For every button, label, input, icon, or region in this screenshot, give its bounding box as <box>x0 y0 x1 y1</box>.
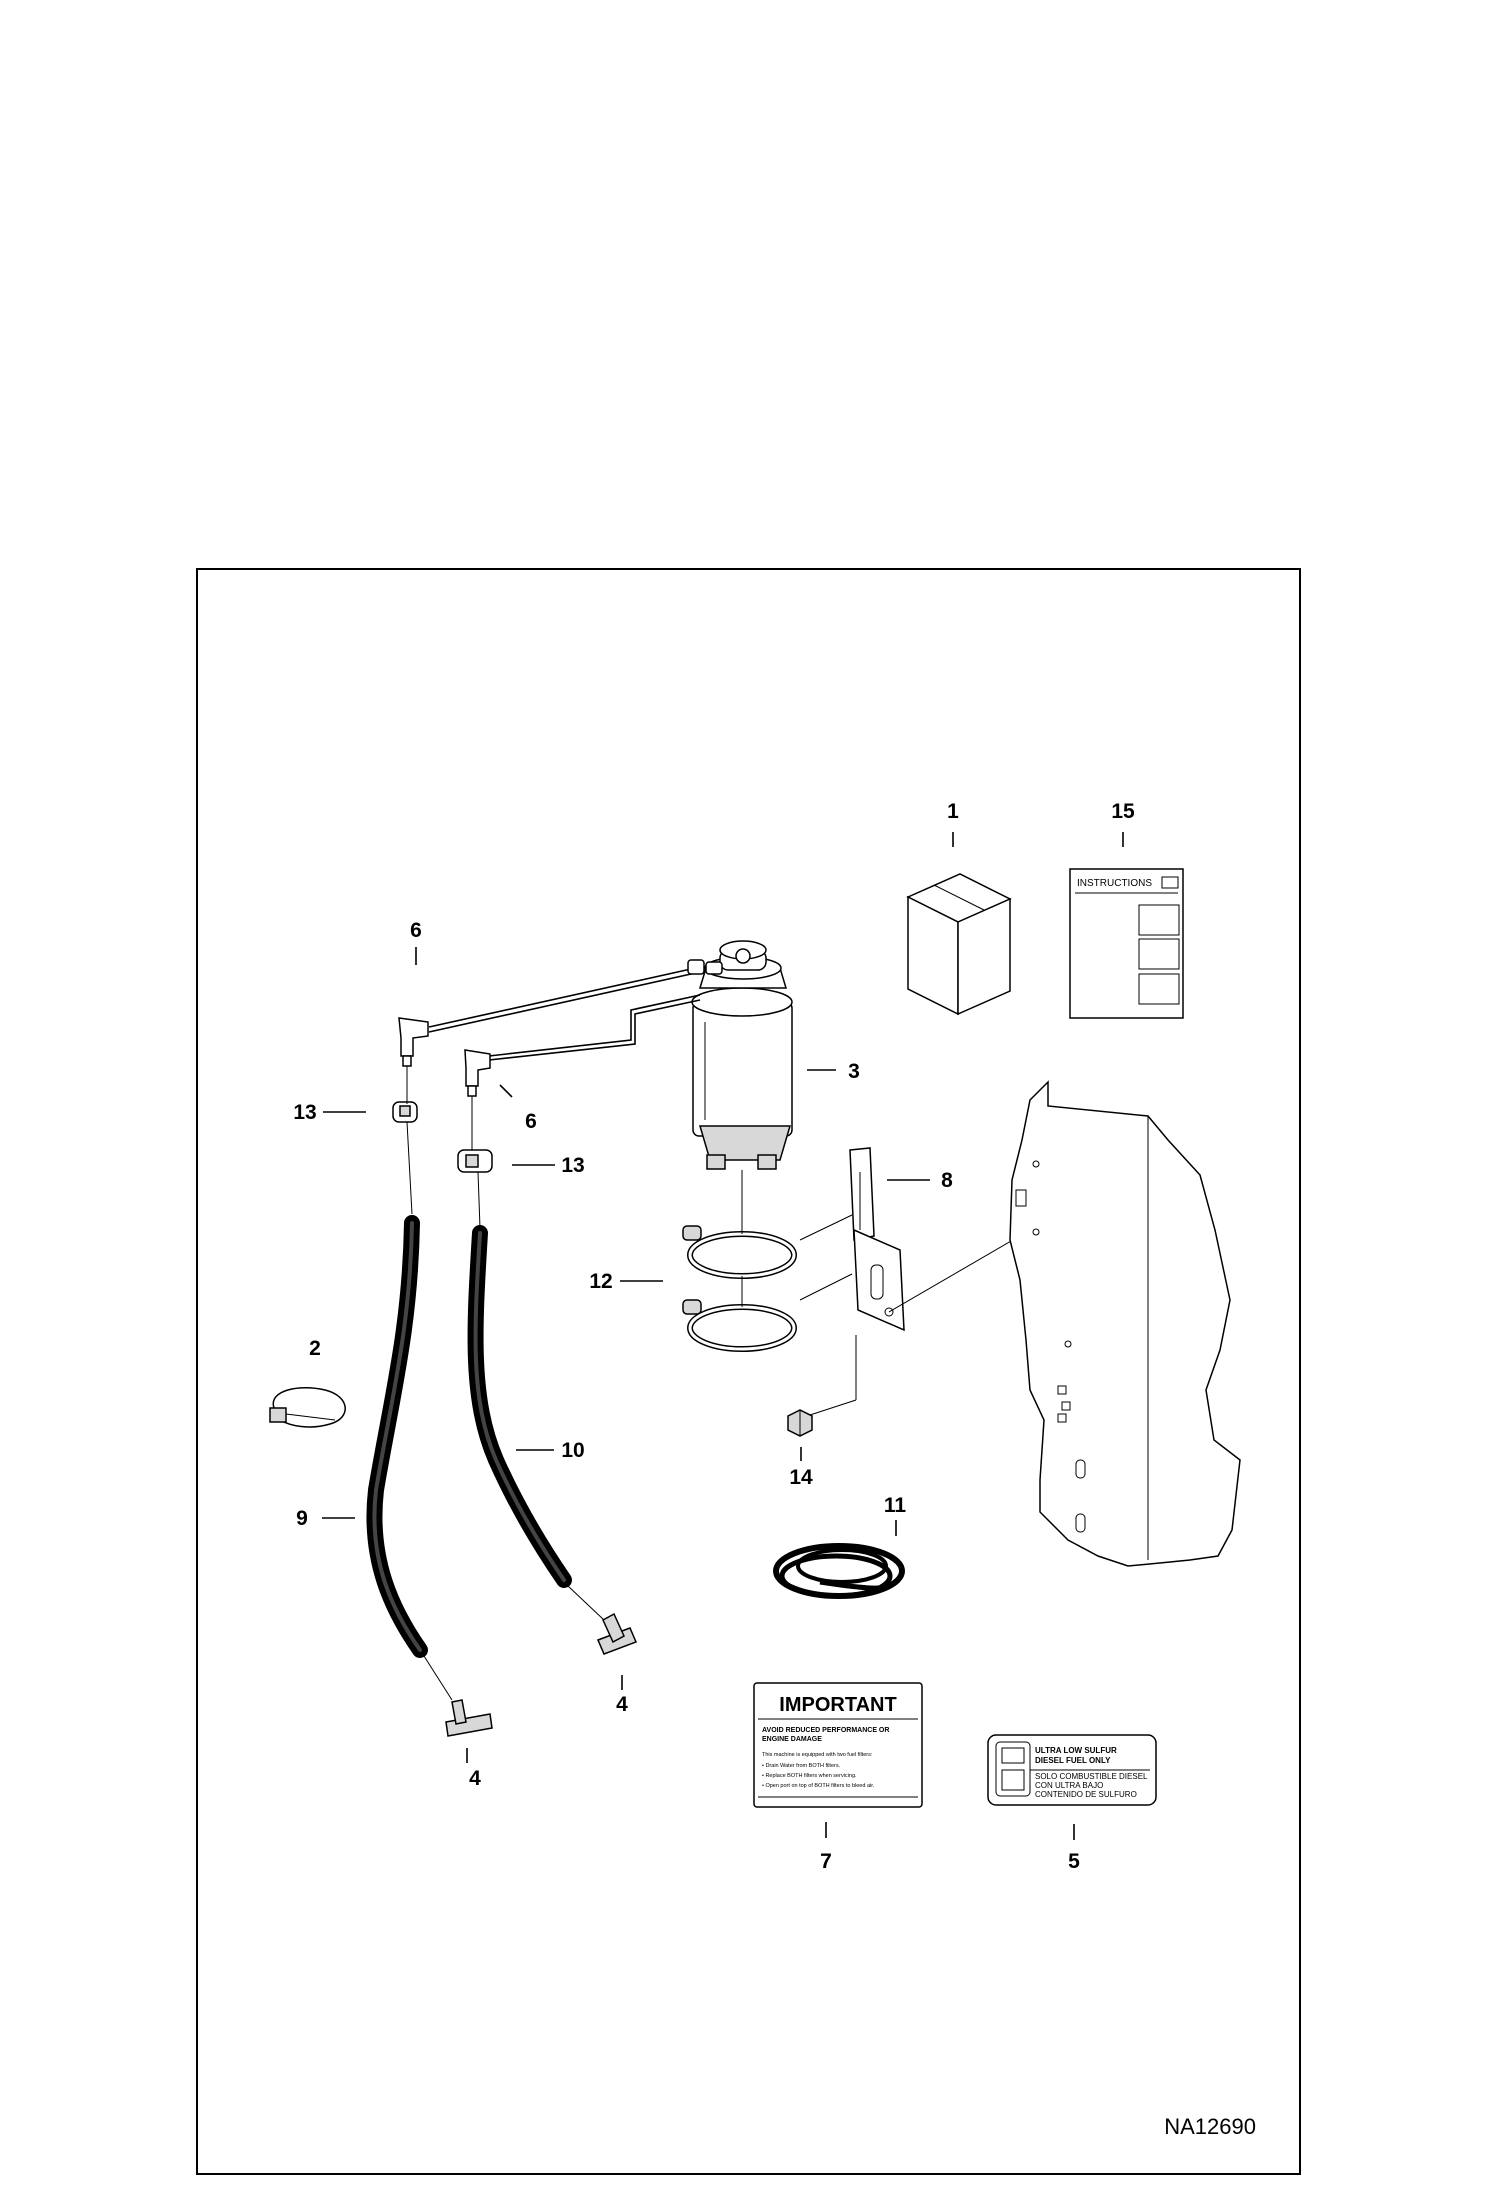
fuel-hose-10 <box>467 1225 572 1588</box>
important-decal: IMPORTANT AVOID REDUCED PERFORMANCE OR E… <box>753 1682 923 1808</box>
callout-7: 7 <box>820 1850 832 1873</box>
fuel-filter <box>691 940 793 1170</box>
callout-11: 11 <box>884 1494 907 1517</box>
hose-clamp-left <box>392 1101 418 1123</box>
important-heading-line1: AVOID REDUCED PERFORMANCE OR <box>762 1727 889 1734</box>
callout-1: 1 <box>947 800 959 823</box>
callout-15: 15 <box>1111 800 1135 823</box>
elbow-fitting-left <box>398 1017 429 1067</box>
callout-10: 10 <box>561 1439 584 1462</box>
cable-tie <box>269 1387 346 1428</box>
callout-13-right: 13 <box>561 1154 584 1177</box>
important-body: This machine is equipped with two fuel f… <box>762 1752 873 1758</box>
fuel-decal-line3: SOLO COMBUSTIBLE DIESEL <box>1035 1772 1148 1781</box>
diagram-frame <box>196 568 1301 2175</box>
instructions-sheet <box>1069 868 1184 1019</box>
drawing-reference: NA12690 <box>1164 2114 1256 2139</box>
tee-fitting-right <box>597 1612 637 1655</box>
important-bullet-2: • Replace BOTH filters when servicing. <box>762 1773 857 1779</box>
callout-8: 8 <box>941 1169 953 1192</box>
fuel-line-coil <box>773 1543 905 1599</box>
callout-9: 9 <box>296 1507 308 1530</box>
tee-fitting-left <box>445 1699 493 1737</box>
callout-5: 5 <box>1068 1850 1080 1873</box>
callout-14: 14 <box>789 1466 813 1489</box>
fuel-decal-line4: CON ULTRA BAJO <box>1035 1781 1103 1790</box>
callout-2: 2 <box>309 1337 321 1360</box>
important-bullet-1: • Drain Water from BOTH filters. <box>762 1763 841 1769</box>
callout-3: 3 <box>848 1060 860 1083</box>
callout-12: 12 <box>589 1270 612 1293</box>
important-title: IMPORTANT <box>779 1694 896 1716</box>
fuel-decal-line1: ULTRA LOW SULFUR <box>1035 1746 1117 1755</box>
filter-clamps <box>682 1225 797 1352</box>
fuel-decal-line5: CONTENIDO DE SULFURO <box>1035 1790 1137 1799</box>
callout-4-right: 4 <box>616 1693 628 1716</box>
callout-6-mid: 6 <box>525 1110 537 1133</box>
fuel-decal: ULTRA LOW SULFUR DIESEL FUEL ONLY SOLO C… <box>987 1734 1157 1806</box>
callout-4-left: 4 <box>469 1767 481 1790</box>
callout-6-top: 6 <box>410 919 422 942</box>
bolt <box>787 1409 813 1437</box>
hose-clamp-right <box>457 1149 493 1173</box>
machine-panel <box>1009 1080 1241 1567</box>
kit-box <box>906 873 1012 1016</box>
fuel-decal-line2: DIESEL FUEL ONLY <box>1035 1756 1111 1765</box>
callout-13-left: 13 <box>293 1101 316 1124</box>
important-heading-line2: ENGINE DAMAGE <box>762 1736 822 1743</box>
fuel-hose-9 <box>366 1215 428 1658</box>
instructions-label: INSTRUCTIONS <box>1077 878 1152 889</box>
elbow-fitting-right <box>464 1049 491 1097</box>
important-bullet-3: • Open port on top of BOTH filters to bl… <box>762 1783 875 1789</box>
mounting-bracket <box>849 1147 905 1332</box>
